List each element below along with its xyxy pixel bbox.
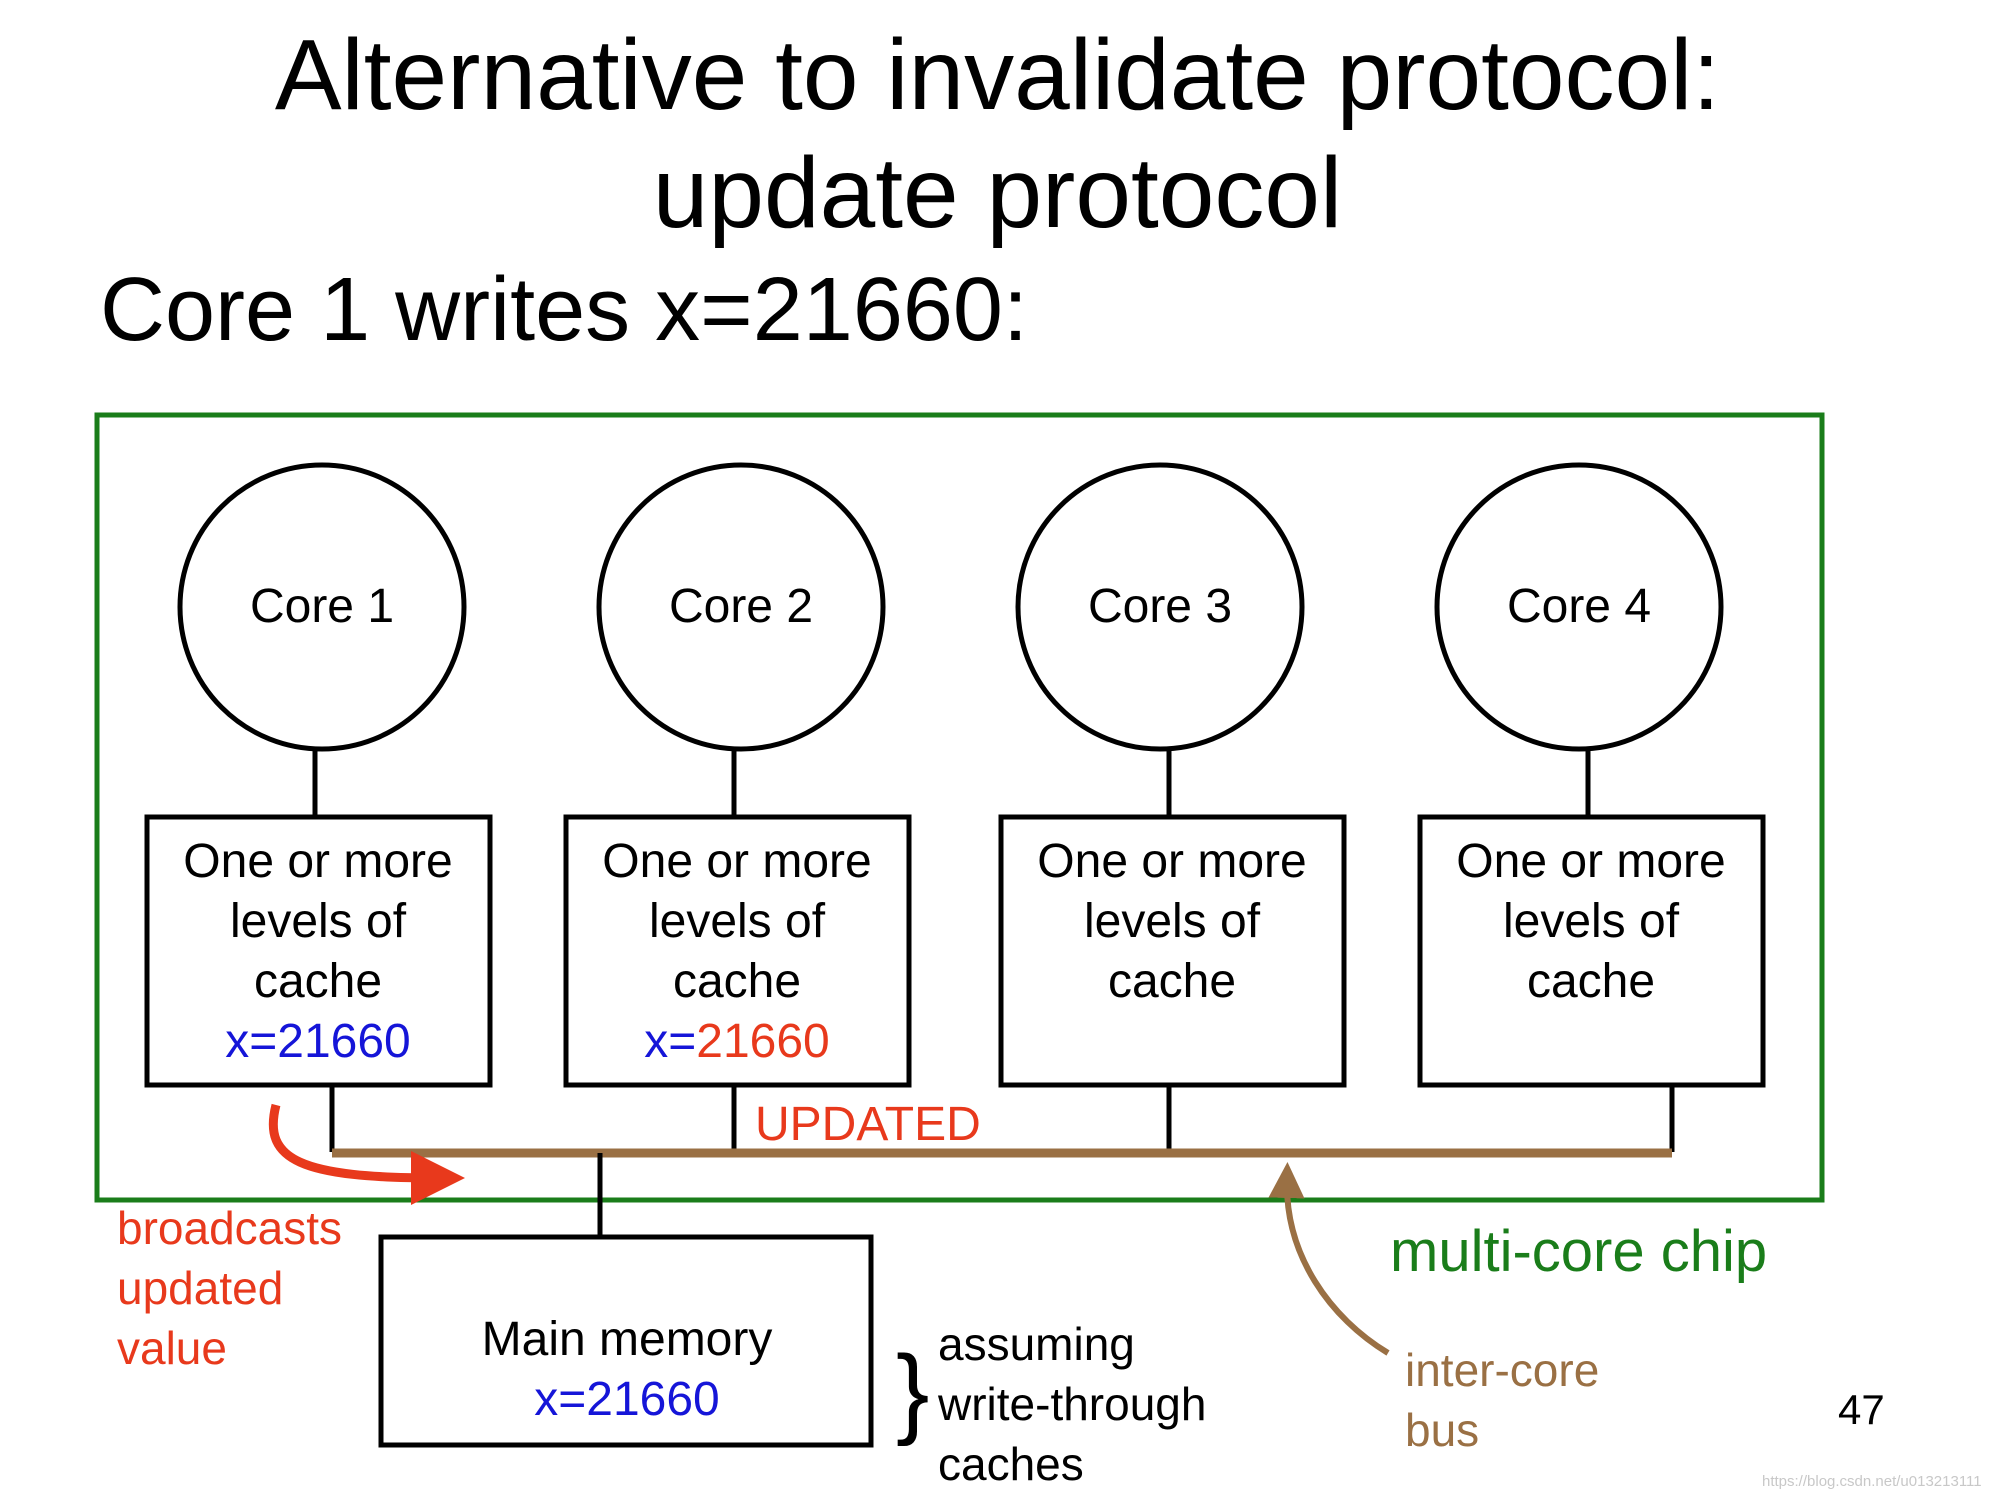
core-4-circle bbox=[1434, 462, 1724, 752]
cache-text-line: cache bbox=[1107, 955, 1237, 1008]
assumption-line: caches bbox=[938, 1438, 1084, 1490]
value-number: 21660 bbox=[277, 1015, 411, 1068]
core-1-circle bbox=[177, 462, 467, 752]
cache-text-line: cache bbox=[253, 955, 383, 1008]
cache-text-line: One or more bbox=[1456, 835, 1726, 888]
core-3-cache-box bbox=[998, 814, 1347, 1088]
core-1-cache-box bbox=[144, 814, 493, 1088]
main-memory-text: Main memory x=21660 bbox=[382, 1310, 872, 1430]
cache-text-line: levels of bbox=[1502, 895, 1680, 948]
cache-text-line: levels of bbox=[229, 895, 407, 948]
bus-label-line: inter-core bbox=[1405, 1344, 1600, 1396]
broadcast-note-line: updated bbox=[117, 1262, 284, 1314]
cache-text-line: cache bbox=[1526, 955, 1656, 1008]
core-1-cache-value: x=21660 bbox=[148, 1012, 488, 1072]
broadcast-arrow bbox=[268, 1103, 465, 1205]
bus-pointer-arrow bbox=[1268, 1162, 1390, 1356]
multi-core-chip-label: multi-core chip bbox=[1390, 1219, 1768, 1284]
core-4-cache-box bbox=[1417, 814, 1766, 1088]
assumption-brace: } bbox=[896, 1335, 930, 1447]
main-memory-box bbox=[378, 1234, 874, 1448]
slide-subtitle: Core 1 writes x=21660: bbox=[100, 260, 1028, 360]
cache-text-line: One or more bbox=[183, 835, 453, 888]
core-1-cache-text: One or more levels of cache x=21660 bbox=[148, 832, 488, 1072]
core-2-cache-text: One or more levels of cache x=21660 bbox=[567, 832, 907, 1072]
core-2-circle bbox=[596, 462, 886, 752]
core-2-cache-value: x=21660 bbox=[567, 1012, 907, 1072]
cache-text-line: levels of bbox=[1083, 895, 1261, 948]
page-number: 47 bbox=[1838, 1386, 1885, 1433]
core-3-circle bbox=[1015, 462, 1305, 752]
core-1-label: Core 1 bbox=[249, 580, 395, 633]
core-3-label: Core 3 bbox=[1087, 580, 1233, 633]
broadcast-note-line: broadcasts bbox=[117, 1202, 343, 1254]
core-2-label: Core 2 bbox=[668, 580, 814, 633]
cache-text-line: One or more bbox=[602, 835, 872, 888]
value-prefix: x= bbox=[225, 1015, 278, 1068]
broadcast-note-line: value bbox=[117, 1322, 227, 1374]
core-3-cache-text: One or more levels of cache bbox=[1002, 832, 1342, 1012]
broadcast-note: broadcasts updated value bbox=[117, 1198, 342, 1378]
cache-text-line: cache bbox=[672, 955, 802, 1008]
cache-text-line: One or more bbox=[1037, 835, 1307, 888]
main-memory-label: Main memory bbox=[481, 1313, 773, 1366]
core-4-label: Core 4 bbox=[1506, 580, 1652, 633]
inter-core-bus-label: inter-core bus bbox=[1405, 1340, 1599, 1460]
assumption-line: write-through bbox=[938, 1378, 1207, 1430]
assumption-note: assuming write-through caches bbox=[938, 1314, 1206, 1494]
slide-title-line1: Alternative to invalidate protocol: bbox=[274, 19, 1721, 131]
updated-label: UPDATED bbox=[755, 1098, 981, 1151]
value-number-updated: 21660 bbox=[696, 1015, 830, 1068]
bus-label-line: bus bbox=[1405, 1404, 1480, 1456]
main-memory-value: x=21660 bbox=[534, 1373, 720, 1426]
core-2-cache-box bbox=[563, 814, 912, 1088]
value-prefix: x= bbox=[644, 1015, 697, 1068]
core-4-cache-text: One or more levels of cache bbox=[1421, 832, 1761, 1012]
watermark: https://blog.csdn.net/u013213111 bbox=[1762, 1473, 1982, 1490]
assumption-line: assuming bbox=[938, 1318, 1135, 1370]
cache-text-line: levels of bbox=[648, 895, 826, 948]
multi-core-chip-boundary bbox=[94, 412, 1825, 1203]
slide-title-line2: update protocol bbox=[652, 137, 1343, 249]
